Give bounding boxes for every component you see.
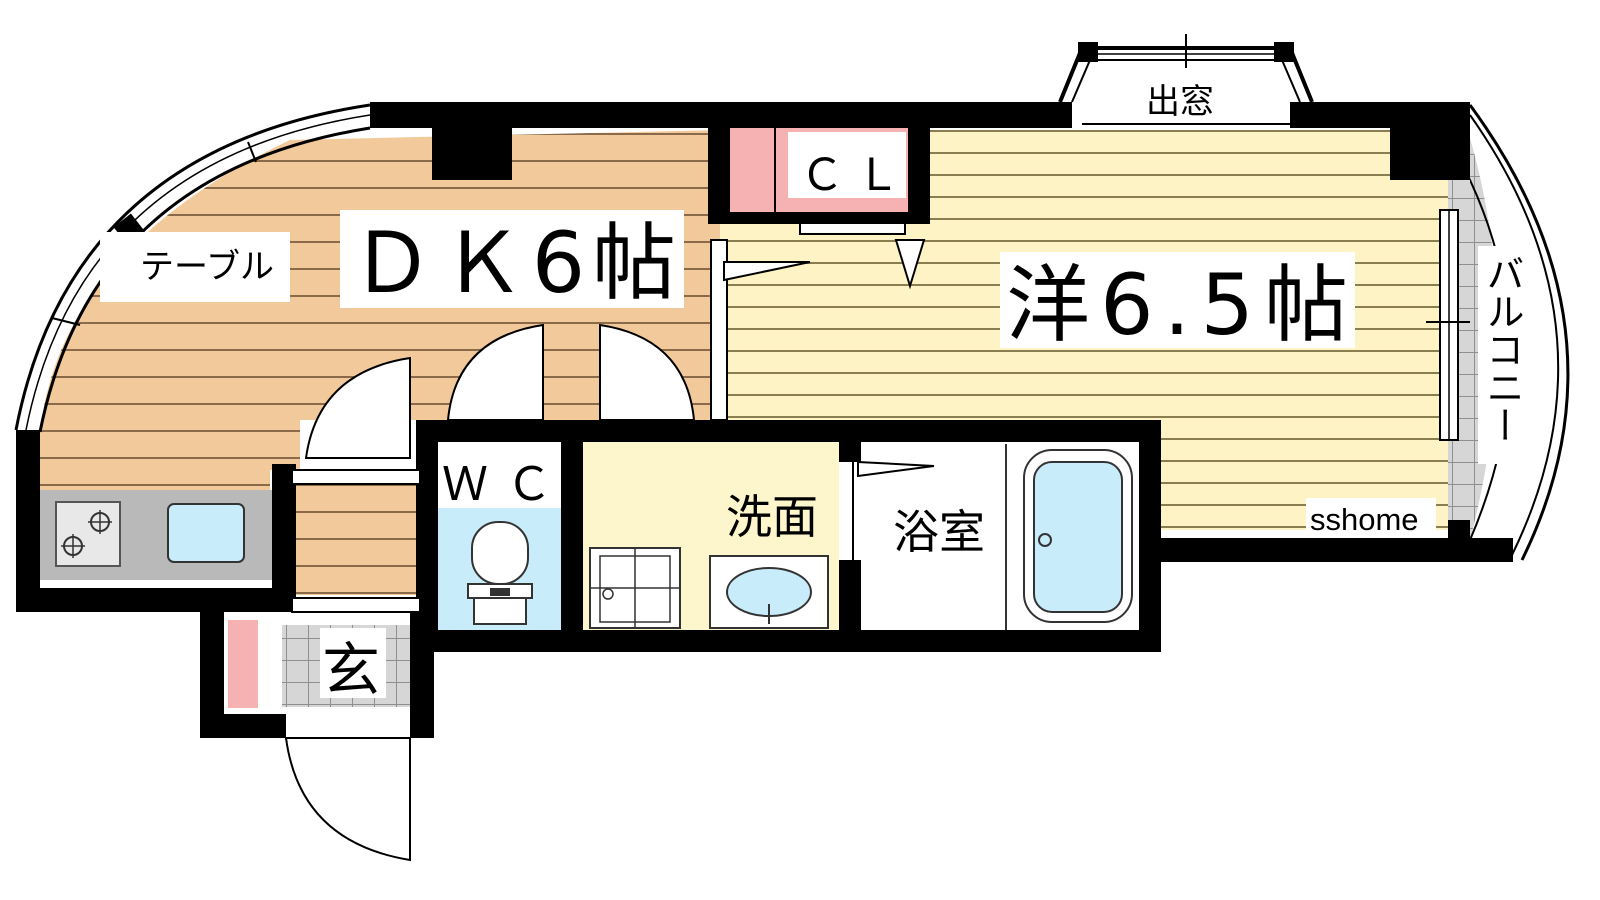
balcony-label-bg xyxy=(1478,246,1526,464)
curved-window xyxy=(14,103,371,433)
watermark: sshome xyxy=(1310,502,1419,537)
balcony-window xyxy=(1426,209,1470,441)
stove-icon xyxy=(61,510,112,558)
toilet-icon xyxy=(467,521,533,625)
bay-window-label: 出窓 xyxy=(1146,82,1214,122)
swing-markers xyxy=(723,239,935,478)
doors xyxy=(284,323,854,862)
kitchen-counter xyxy=(40,490,272,580)
bathroom xyxy=(871,440,1139,630)
washbasin-icon xyxy=(709,555,829,629)
walls xyxy=(16,102,1513,738)
washroom xyxy=(583,440,839,630)
watermark-bg xyxy=(1306,498,1436,536)
balcony-label: バルコニー xyxy=(1480,254,1524,444)
sink-icon xyxy=(167,503,245,563)
entrance xyxy=(228,620,418,708)
bay-window xyxy=(1058,34,1314,125)
western-label-bg xyxy=(1000,252,1355,348)
table-label: テーブル xyxy=(140,247,274,287)
washroom-label: 洗面 xyxy=(726,490,818,544)
hall-floor xyxy=(292,485,420,595)
partition-sliding-door xyxy=(710,239,728,421)
bathroom-label: 浴室 xyxy=(893,505,985,559)
table-area xyxy=(100,232,290,302)
dk-label: ＤＫ6帖 xyxy=(350,214,676,312)
wc-room xyxy=(437,440,561,630)
dk-label-bg xyxy=(340,210,684,308)
western-room-label: 洋6.5帖 xyxy=(1006,256,1348,354)
entrance-label: 玄 xyxy=(322,636,380,704)
